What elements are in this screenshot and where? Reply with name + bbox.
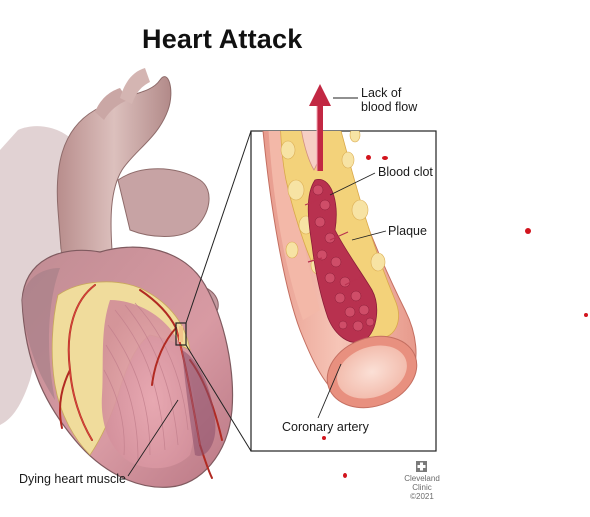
- blood-drop: [322, 436, 326, 440]
- label-coronary-artery: Coronary artery: [282, 420, 369, 434]
- lack-of-blood-flow-arrow: [309, 84, 331, 171]
- dying-heart-muscle-area: [101, 300, 196, 469]
- label-lack-of-blood-flow: Lack of blood flow: [361, 86, 417, 114]
- label-dying-heart-muscle: Dying heart muscle: [19, 472, 126, 486]
- credit-copyright: ©2021: [410, 492, 434, 501]
- credit-brand-line2: Clinic: [412, 483, 432, 492]
- blood-drop: [343, 473, 347, 478]
- blood-drop: [366, 155, 371, 160]
- blood-drop: [584, 313, 588, 317]
- artery-cross-section-inset: [250, 84, 437, 452]
- blood-clot: [304, 179, 378, 343]
- label-blood-clot: Blood clot: [378, 165, 433, 179]
- leader-lines: [127, 97, 387, 477]
- page-title: Heart Attack: [142, 24, 303, 54]
- label-lack-line2: blood flow: [361, 100, 418, 114]
- blood-drop: [382, 156, 388, 160]
- aorta: [56, 76, 172, 263]
- label-plaque: Plaque: [388, 224, 427, 238]
- cleveland-clinic-logo: [416, 461, 427, 472]
- blockage-highlight-box: [175, 322, 187, 346]
- credit-brand-line1: Cleveland: [404, 474, 440, 483]
- credit-block: Cleveland Clinic ©2021: [400, 474, 444, 501]
- blood-drop: [525, 228, 531, 234]
- label-lack-line1: Lack of: [361, 86, 402, 100]
- heart: [0, 68, 234, 488]
